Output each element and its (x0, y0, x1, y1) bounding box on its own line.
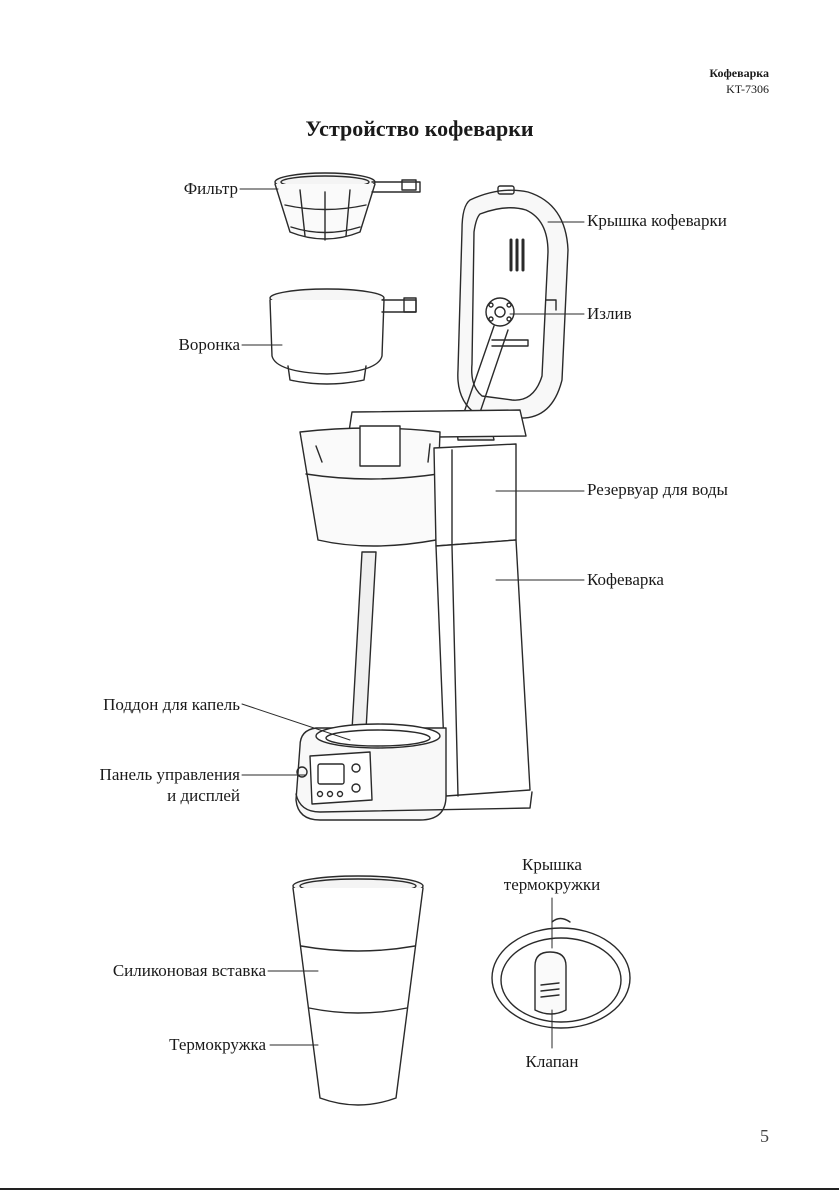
bottom-rule (0, 1188, 839, 1190)
funnel-illustration (270, 289, 416, 384)
coffee-maker-illustration (296, 186, 568, 820)
thermo-mug-illustration (293, 876, 423, 1105)
mug-lid-illustration (492, 919, 630, 1029)
filter-illustration (275, 173, 420, 240)
label-filter: Фильтр (184, 179, 238, 199)
label-reservoir: Резервуар для воды (587, 480, 728, 500)
label-body: Кофеварка (587, 570, 664, 590)
label-silicone: Силиконовая вставка (113, 961, 266, 981)
label-panel-line1: Панель управления (100, 765, 240, 785)
label-funnel: Воронка (179, 335, 240, 355)
label-mug-lid-line2: термокружки (472, 875, 632, 895)
label-mug: Термокружка (169, 1035, 266, 1055)
label-mug-lid-line1: Крышка (472, 855, 632, 875)
label-spout: Излив (587, 304, 632, 324)
label-lid: Крышка кофеварки (587, 211, 727, 231)
label-drip-tray: Поддон для капель (103, 695, 240, 715)
label-valve: Клапан (472, 1052, 632, 1072)
leader-drip-tray (242, 704, 350, 740)
label-panel-line2: и дисплей (167, 786, 240, 806)
page-number: 5 (760, 1126, 769, 1147)
